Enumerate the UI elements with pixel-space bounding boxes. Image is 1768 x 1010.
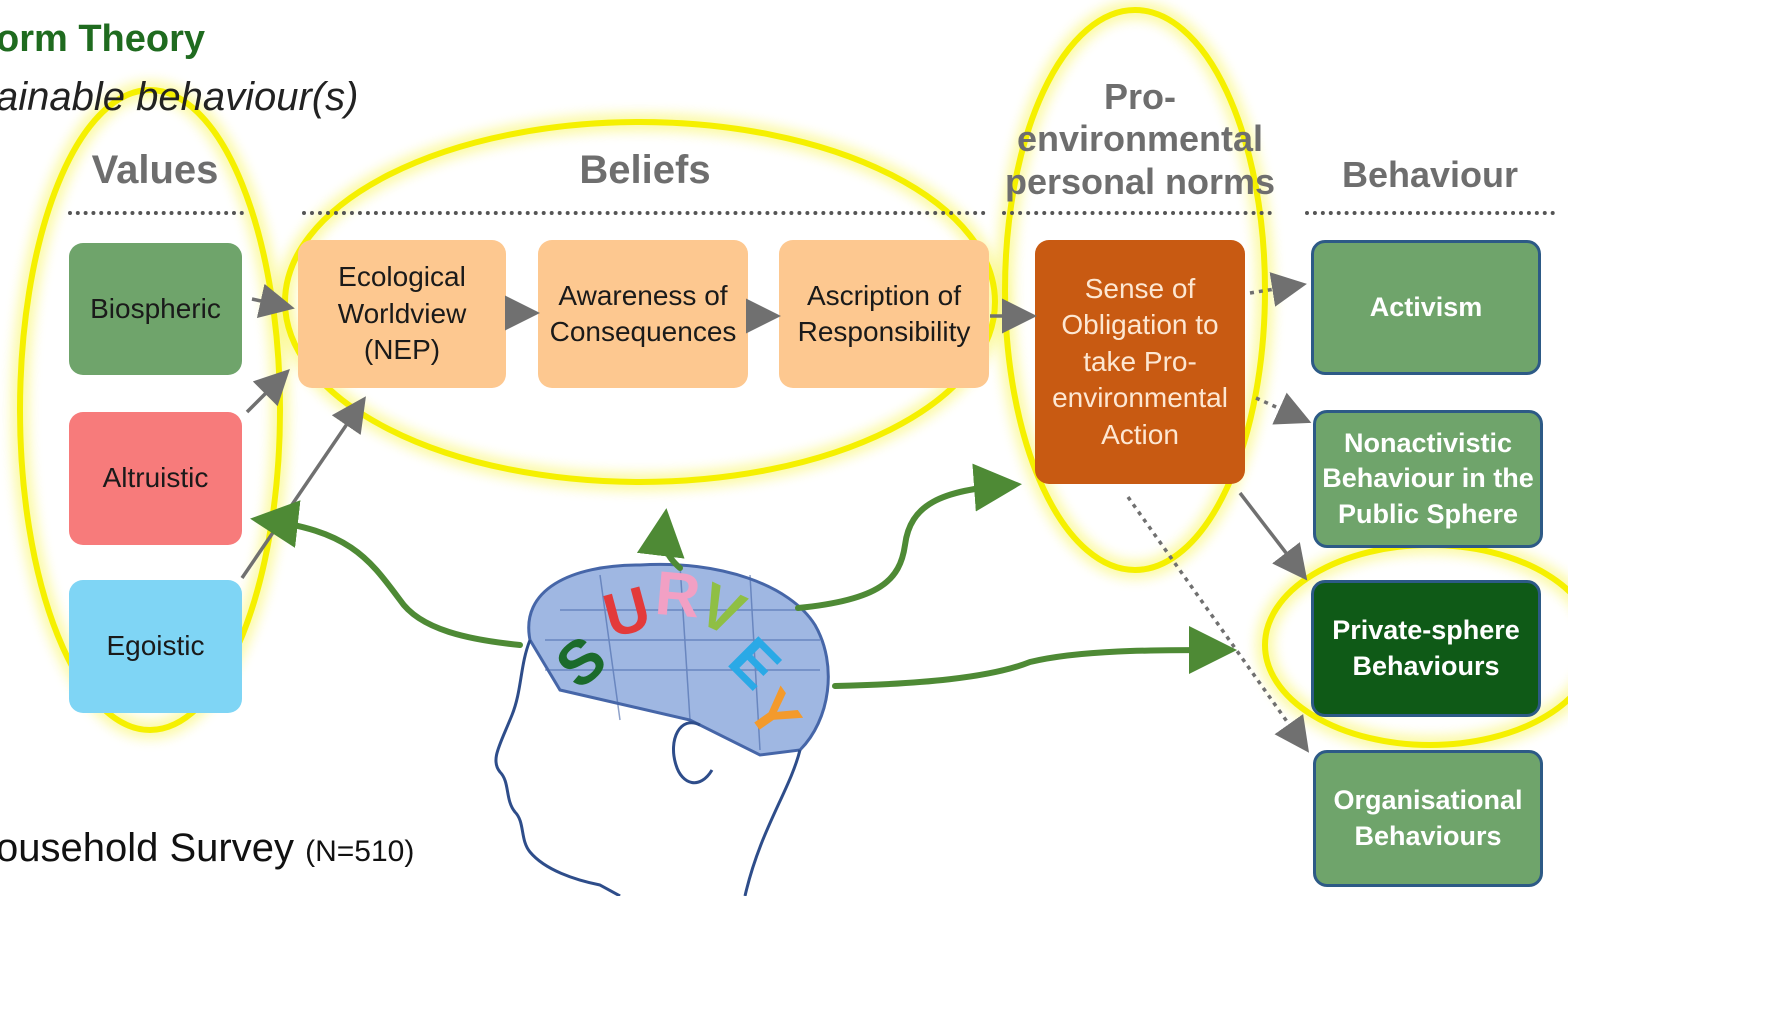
page-title: orm Theory [0,18,206,60]
arrow-norm-to-organisational [1126,495,1310,753]
beliefs-divider [302,211,986,215]
biospheric-box: Biospheric [69,243,242,375]
organisational-box: Organisational Behaviours [1313,750,1543,887]
survey-arrow-to-values [250,500,523,648]
survey-letter-r: R [653,559,704,632]
awareness-of-consequences-box: Awareness of Consequences [538,240,748,388]
arrow-norm-to-activism [1249,272,1307,307]
header-values: Values [91,148,219,192]
private-sphere-box: Private-sphere Behaviours [1311,580,1541,717]
activism-box: Activism [1311,240,1541,375]
header-beliefs: Beliefs [579,148,711,192]
survey-arrow-to-beliefs [636,508,685,571]
arrow-norm-to-nonactivistic [1255,392,1312,425]
behaviour-divider [1305,211,1555,215]
face-profile [494,639,621,896]
survey-arrow-to-private [832,626,1237,689]
brain-area [527,562,830,757]
arrow-biospheric-to-nep [251,283,295,319]
head-back [743,749,802,896]
ecological-worldview-box: Ecological Worldview (NEP) [298,240,506,388]
connector-layer: S U R V E Y [240,272,1312,896]
ascription-of-responsibility-box: Ascription of Responsibility [779,240,989,388]
arrow-norm-to-private [1238,491,1308,581]
arrow-egoistic-to-nep [240,396,366,579]
ear-outline [672,721,714,784]
survey-note: ousehold Survey (N=510) [0,826,414,871]
survey-note-text: ousehold Survey [0,826,294,870]
norms-divider [1002,211,1272,215]
sense-of-obligation-box: Sense of Obligation to take Pro-environm… [1035,240,1245,484]
egoistic-box: Egoistic [69,580,242,713]
altruistic-box: Altruistic [69,412,242,545]
page-subtitle: ainable behaviour(s) [0,75,359,119]
header-norms: Pro-environmental personal norms [1004,76,1276,202]
nonactivistic-box: Nonactivistic Behaviour in the Public Sp… [1313,410,1543,548]
head-illustration [494,562,830,896]
survey-arrow-to-norm [795,463,1022,611]
header-behaviour: Behaviour [1341,154,1519,195]
values-divider [68,211,244,215]
survey-sample-size: (N=510) [305,835,415,868]
arrow-altruistic-to-nep [245,369,290,414]
